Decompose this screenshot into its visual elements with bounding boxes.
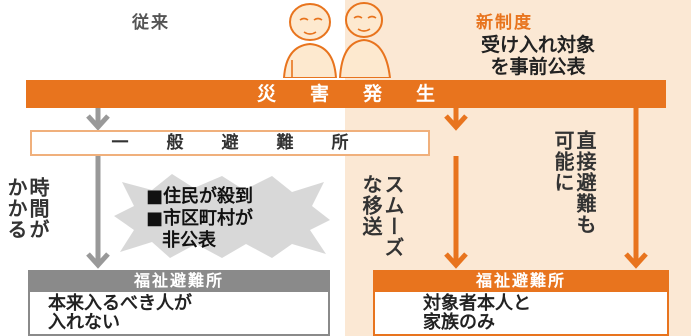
old-time-note: 時間がかかる xyxy=(4,177,50,240)
disaster-bar: 災害発生 xyxy=(26,80,666,108)
new-system-description: 受け入れ対象 を事前公表 xyxy=(428,34,648,78)
welfare-old-line1: 本来入るべき人が xyxy=(48,293,192,314)
welfare-old-title: 福祉避難所 xyxy=(28,270,330,292)
burst-note-3: 非公表 xyxy=(162,230,216,251)
smooth-transfer-note: スムーズな移送 xyxy=(359,174,405,258)
new-description-line2: を事前公表 xyxy=(490,56,586,78)
welfare-new-line2: 家族のみ xyxy=(423,312,495,333)
welfare-new-title: 福祉避難所 xyxy=(373,270,669,292)
old-problem-notes: ■住民が殺到 ■市区町村が 非公表 xyxy=(146,186,253,252)
new-system-label: 新制度 xyxy=(476,13,533,33)
new-description-line1: 受け入れ対象 xyxy=(480,34,595,56)
general-shelter-box: 一般避難所 xyxy=(30,130,430,156)
welfare-shelter-new: 福祉避難所 対象者本人と 家族のみ xyxy=(373,270,669,336)
burst-note-2: ■市区町村が xyxy=(146,208,254,229)
welfare-old-line2: 入れない xyxy=(48,312,120,333)
welfare-shelter-old: 福祉避難所 本来入るべき人が 入れない xyxy=(28,270,330,336)
welfare-new-body: 対象者本人と 家族のみ xyxy=(373,292,669,336)
disaster-label: 災害発生 xyxy=(256,83,469,105)
old-system-label: 従来 xyxy=(132,13,170,33)
starburst-icon xyxy=(114,174,330,258)
elderly-couple-icon xyxy=(282,2,392,78)
welfare-old-body: 本来入るべき人が 入れない xyxy=(28,292,330,336)
direct-evacuation-note: 直接避難も可能に xyxy=(551,130,597,235)
burst-note-1: ■住民が殺到 xyxy=(146,186,254,207)
welfare-new-line1: 対象者本人と xyxy=(423,293,531,314)
general-shelter-label: 一般避難所 xyxy=(111,133,387,153)
